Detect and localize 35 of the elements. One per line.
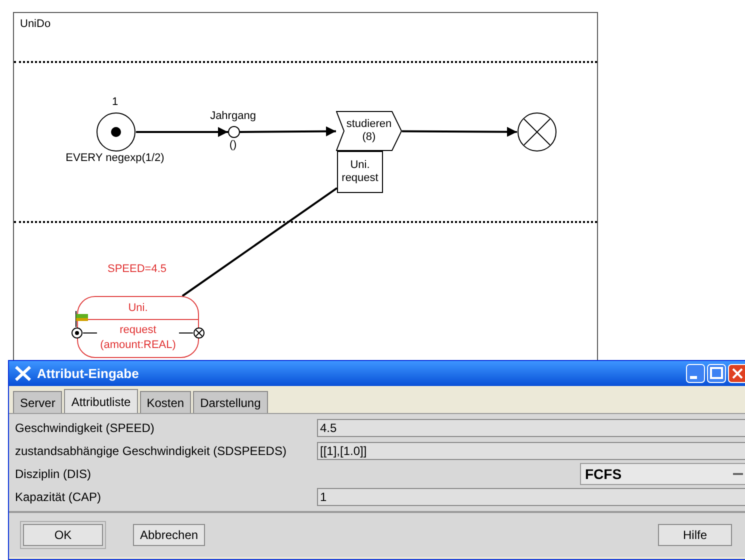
connector-line: [182, 187, 338, 297]
connector-circle: [228, 126, 240, 138]
node-label: UniDo: [20, 17, 51, 32]
arrow: [136, 127, 228, 137]
field-label: Geschwindigkeit (SPEED): [14, 420, 156, 437]
tab: Darstellung: [193, 391, 268, 413]
node-annotation: (): [228, 139, 238, 152]
resource-box: [337, 151, 383, 193]
input-field: 4.5: [317, 419, 745, 437]
field-label: Disziplin (DIS): [14, 466, 92, 483]
node-label: request (amount:REAL): [99, 323, 177, 353]
arrow: [240, 126, 336, 136]
node-label: studieren (8): [345, 118, 393, 144]
node-label: Uni.: [127, 302, 149, 315]
tab: Attributliste: [64, 389, 138, 413]
help-button: Hilfe: [658, 524, 732, 546]
node-label: Uni. request: [342, 159, 378, 185]
tab: Server: [13, 391, 62, 413]
field-label: Kapazität (CAP): [14, 489, 102, 506]
end-node-circle: [517, 112, 557, 152]
node-annotation: Jahrgang: [209, 110, 257, 123]
node-annotation: 1: [110, 96, 120, 109]
input-field: 1: [317, 488, 745, 506]
ok-button: OK: [23, 524, 103, 546]
activity-chevron: [336, 111, 402, 151]
arrow: [402, 126, 517, 137]
dropdown: FCFS: [580, 463, 745, 485]
window-title: Attribut-Eingabe: [37, 364, 139, 383]
input-field: [[1],[1.0]]: [317, 442, 745, 460]
field-label: zustandsabhängige Geschwindigkeit (SDSPEEDS): [14, 443, 288, 460]
node-annotation: SPEED=4.5: [106, 263, 168, 276]
tab: Kosten: [140, 391, 192, 413]
cancel-button: Abbrechen: [133, 524, 206, 546]
node-annotation: EVERY negexp(1/2): [64, 152, 166, 165]
start-node-circle: [96, 112, 136, 152]
